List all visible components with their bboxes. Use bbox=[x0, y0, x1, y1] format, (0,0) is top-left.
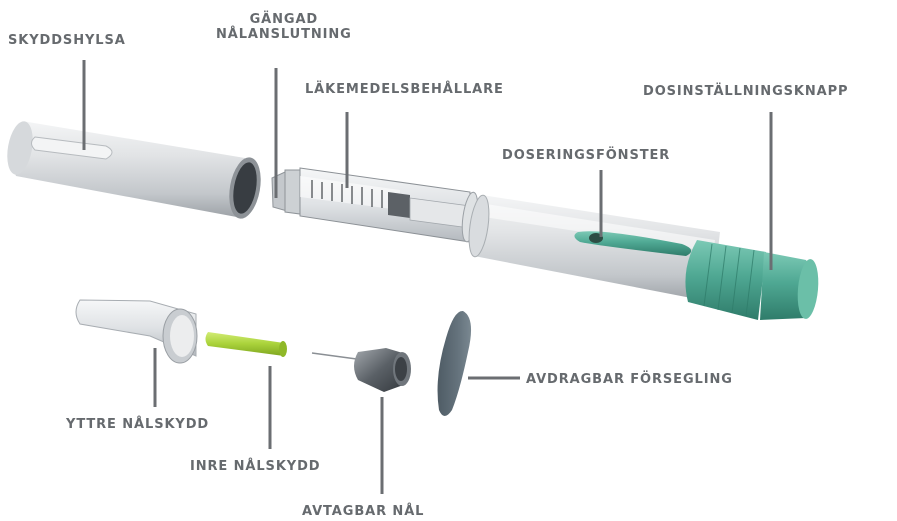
cartridge-plunger bbox=[388, 192, 410, 218]
inner-needle-cap bbox=[206, 332, 288, 357]
label-outer-cap: YTTRE NÅLSKYDD bbox=[66, 417, 209, 432]
label-threaded-connection-line2: NÅLANSLUTNING bbox=[216, 27, 352, 42]
label-cap: SKYDDSHYLSA bbox=[8, 33, 126, 48]
label-peel-seal: AVDRAGBAR FÖRSEGLING bbox=[526, 372, 733, 387]
label-threaded-connection-line1: GÄNGAD bbox=[216, 12, 352, 27]
label-dose-knob: DOSINSTÄLLNINGSKNAPP bbox=[643, 84, 848, 99]
pen-cap bbox=[3, 119, 265, 221]
removable-needle bbox=[312, 348, 411, 392]
label-cartridge: LÄKEMEDELSBEHÅLLARE bbox=[305, 82, 504, 97]
label-threaded-connection: GÄNGAD NÅLANSLUTNING bbox=[216, 12, 352, 42]
drug-cartridge bbox=[272, 168, 480, 243]
pen-body bbox=[466, 194, 720, 302]
label-needle: AVTAGBAR NÅL bbox=[302, 504, 424, 519]
label-dose-window: DOSERINGSFÖNSTER bbox=[502, 148, 670, 163]
label-inner-cap: INRE NÅLSKYDD bbox=[190, 459, 321, 474]
dose-knob bbox=[685, 240, 820, 320]
peel-off-seal bbox=[438, 311, 472, 416]
outer-needle-cap bbox=[76, 300, 197, 363]
